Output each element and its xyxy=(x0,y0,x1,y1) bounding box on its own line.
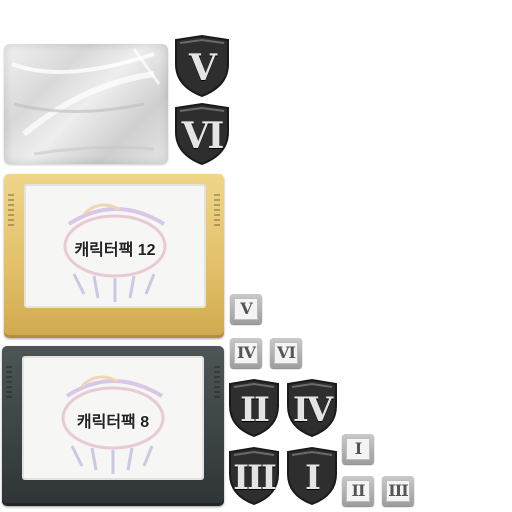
tile-numeral: I xyxy=(354,439,362,458)
shield-numeral: III xyxy=(233,458,277,498)
cartridge-title: 캐릭터팩 12 xyxy=(74,242,156,259)
shield-icon xyxy=(175,102,229,166)
shield-icon xyxy=(229,446,279,506)
cartridge-grip-right xyxy=(214,366,220,400)
shield-numeral: VI xyxy=(181,115,225,157)
shield-badge-1: I xyxy=(284,446,340,506)
emblem-watermark-graphic xyxy=(63,203,167,302)
shield-numeral: V xyxy=(189,47,217,89)
numeral-tile-6: VI xyxy=(270,338,302,368)
character-pack-cartridge-dark: 캐릭터팩 8 xyxy=(2,346,224,506)
shield-icon xyxy=(175,34,229,98)
shield-badge-4: IV xyxy=(284,378,340,438)
shield-icon xyxy=(287,446,337,506)
plastic-crease-graphic xyxy=(11,48,161,156)
tile-numeral: II xyxy=(351,481,366,500)
tile-numeral: VI xyxy=(277,343,296,362)
cartridge-title: 캐릭터팩 8 xyxy=(76,414,150,431)
shield-numeral: I xyxy=(305,458,321,498)
character-pack-cartridge-gold: 캐릭터팩 12 xyxy=(4,174,224,338)
cartridge-grip-left xyxy=(8,194,14,228)
cartridge-grip-right xyxy=(214,194,220,228)
plastic-wrapper-sprite xyxy=(4,44,168,164)
numeral-tile-4: IV xyxy=(230,338,262,368)
shield-icon xyxy=(287,378,337,438)
shield-badge-3: III xyxy=(226,446,282,506)
emblem-watermark-graphic xyxy=(61,375,165,474)
shield-icon xyxy=(229,378,279,438)
numeral-tile-5: V xyxy=(230,294,262,324)
numeral-tile-3: III xyxy=(382,476,414,506)
cartridge-grip-left xyxy=(6,366,12,400)
cartridge-label: 캐릭터팩 12 xyxy=(24,184,206,308)
shield-numeral: IV xyxy=(292,390,333,430)
shield-badge-5: V xyxy=(172,34,232,98)
shield-numeral: II xyxy=(240,390,270,430)
tile-numeral: IV xyxy=(237,343,256,362)
tile-numeral: V xyxy=(240,299,252,318)
shield-badge-6: VI xyxy=(172,102,232,166)
numeral-tile-1: I xyxy=(342,434,374,464)
numeral-tile-2: II xyxy=(342,476,374,506)
shield-badge-2: II xyxy=(226,378,282,438)
tile-numeral: III xyxy=(388,481,408,500)
cartridge-label: 캐릭터팩 8 xyxy=(22,356,204,480)
